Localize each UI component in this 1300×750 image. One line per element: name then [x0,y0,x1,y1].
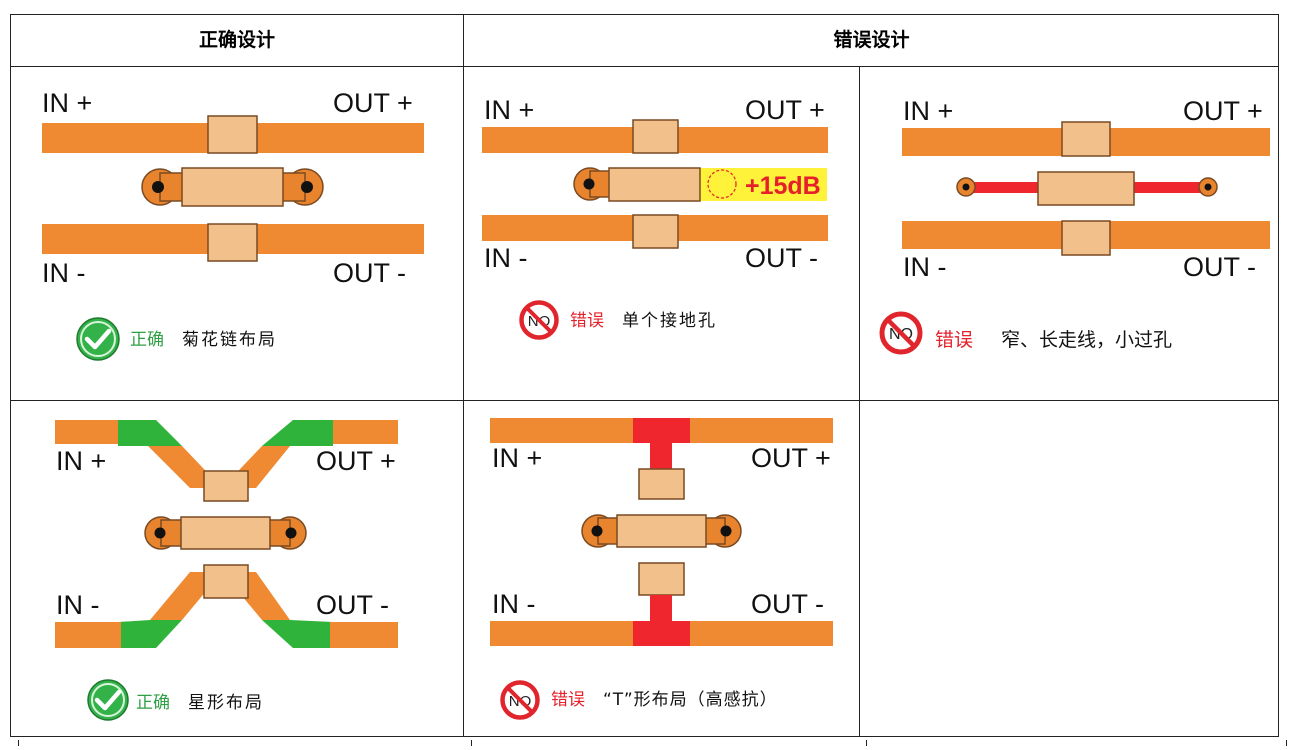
gain-label: +15dB [745,172,821,200]
red-stub [650,595,672,621]
via-dot [962,183,970,191]
caption-text: 窄、长走线，小过孔 [1001,329,1173,351]
pad-positive [638,468,685,500]
via-dot [154,527,166,539]
capacitor-body [608,167,701,202]
via-dot [583,178,595,190]
label-in-minus: IN - [42,258,86,288]
capacitor-body [181,167,284,207]
label-out-minus: OUT - [316,590,389,620]
pad-positive [203,470,249,502]
via-dot [301,181,313,193]
via-dot [591,525,603,537]
label-in-minus: IN - [903,252,947,282]
label-in-minus: IN - [56,590,100,620]
caption-text: 星形布局 [188,693,264,713]
no-sign-icon: NO [879,311,923,355]
label-in-minus: IN - [492,589,536,619]
label-in-plus: IN + [903,96,953,126]
pad-positive [1061,121,1111,157]
capacitor [581,514,742,548]
caption-star-layout: 正确星形布局 [136,693,264,713]
capacitor [144,516,307,550]
no-sign-icon: NO [500,680,540,720]
pad-negative [1061,220,1111,256]
status-wrong: 错误 [551,690,585,710]
green-segment [118,420,182,446]
via-dot [720,525,732,537]
trace-top-right [330,420,398,444]
label-out-plus: OUT + [316,446,396,476]
label-out-plus: OUT + [745,95,825,125]
status-wrong: 错误 [570,311,604,331]
pad-positive [632,119,679,154]
label-out-plus: OUT + [1183,96,1263,126]
status-wrong: 错误 [935,329,974,351]
gain-highlight [699,168,827,201]
trace-bottom-left [55,622,121,648]
caption-single-via: 错误单个接地孔 [570,311,717,331]
caption-narrow-trace: 错误 窄、长走线，小过孔 [935,330,1172,350]
red-junction [633,621,690,646]
capacitor-narrow [956,171,1218,206]
label-out-plus: OUT + [751,443,831,473]
pad-negative [203,564,249,599]
panel-daisy-chain: IN + OUT + IN - OUT - [42,88,424,288]
capacitor [141,167,324,207]
label-out-minus: OUT - [745,243,818,273]
panel-single-via: IN + OUT + +15dB IN - OUT - [482,95,828,273]
panel-narrow-trace: IN + OUT + IN - OUT - [902,96,1270,282]
check-badge-icon [87,679,129,721]
label-in-plus: IN + [42,88,92,118]
via-dot [152,181,164,193]
caption-t-layout: 错误 “T”形布局（高感抗） [551,690,778,710]
caption-daisy-chain: 正确菊花链布局 [130,330,277,350]
label-in-plus: IN + [56,446,106,476]
trace-bottom-right [330,622,398,648]
panel-t-layout: IN + OUT + IN - OUT - [490,418,833,646]
red-junction [633,418,690,443]
pad-negative [638,562,685,596]
label-out-plus: OUT + [333,88,413,118]
status-correct: 正确 [136,693,170,713]
header-correct-design: 正确设计 [198,29,275,51]
capacitor [573,167,701,202]
green-segment [118,620,182,648]
label-in-minus: IN - [484,243,528,273]
green-segment [262,420,333,446]
capacitor-body [180,516,271,550]
label-out-minus: OUT - [751,589,824,619]
caption-text: “T”形布局（高感抗） [603,690,778,710]
pad-negative [632,214,679,249]
label-in-plus: IN + [492,443,542,473]
missing-via-marker [707,169,737,199]
check-badge-icon [76,317,120,361]
capacitor-body [616,514,707,548]
green-segment [262,620,333,648]
capacitor-body [1037,171,1135,206]
via-dot [285,527,297,539]
trace-top-left [55,420,121,444]
status-correct: 正确 [130,330,164,350]
caption-text: 单个接地孔 [622,311,717,331]
via-dot [1204,183,1212,191]
header-wrong-design: 错误设计 [833,29,910,51]
caption-text: 菊花链布局 [182,330,277,350]
red-stub [650,443,672,469]
label-out-minus: OUT - [1183,252,1256,282]
no-sign-icon: NO [519,300,559,340]
label-out-minus: OUT - [333,258,406,288]
panel-star-layout: IN + OUT + IN - OUT - [55,420,398,648]
label-in-plus: IN + [484,95,534,125]
pad-negative [207,223,258,262]
pad-positive [207,115,258,154]
